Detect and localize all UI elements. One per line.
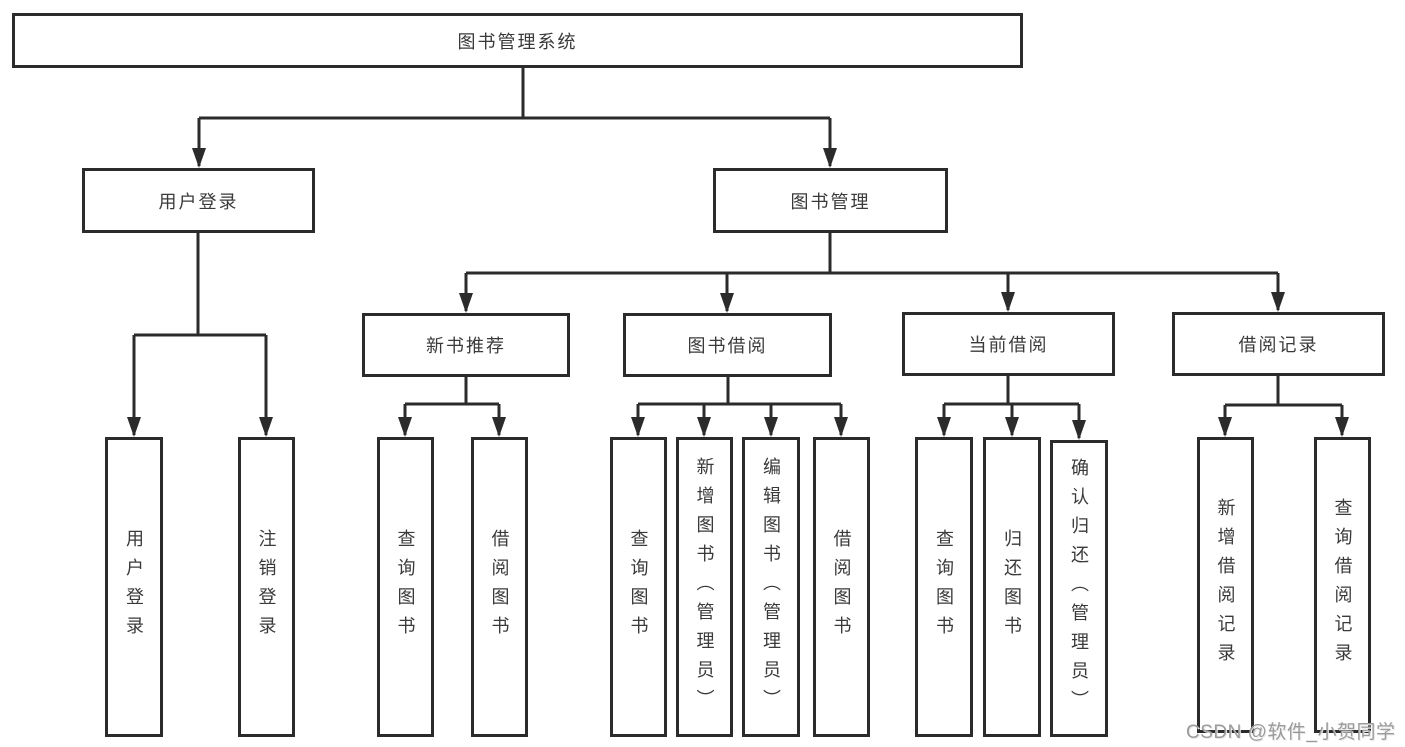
leaf-add-book-admin: 新增图书（管理员） bbox=[676, 437, 733, 737]
leaf-query-books-current: 查询图书 bbox=[915, 437, 973, 737]
leaf-add-borrow-record: 新增借阅记录 bbox=[1197, 437, 1254, 733]
node-label: 查询借阅记录 bbox=[1332, 498, 1353, 672]
node-label: 新增借阅记录 bbox=[1215, 498, 1236, 672]
csdn-watermark: CSDN @软件_小贺同学 bbox=[1186, 722, 1396, 743]
node-label: 借阅记录 bbox=[1238, 335, 1319, 355]
leaf-borrow-books: 借阅图书 bbox=[813, 437, 870, 737]
leaf-borrow-books-recommend: 借阅图书 bbox=[471, 437, 528, 737]
node-label: 图书管理系统 bbox=[457, 31, 578, 52]
node-book-borrow: 图书借阅 bbox=[623, 313, 832, 377]
leaf-return-book: 归还图书 bbox=[983, 437, 1041, 737]
node-new-book-recommend: 新书推荐 bbox=[362, 313, 570, 377]
node-label: 新书推荐 bbox=[426, 336, 506, 356]
node-label: 查询图书 bbox=[395, 529, 416, 645]
node-library-system: 图书管理系统 bbox=[12, 13, 1023, 68]
leaf-logout: 注销登录 bbox=[238, 437, 295, 737]
node-label: 查询图书 bbox=[934, 529, 954, 645]
node-label: 借阅图书 bbox=[489, 529, 510, 645]
node-label: 借阅图书 bbox=[831, 529, 852, 645]
node-label: 当前借阅 bbox=[968, 335, 1049, 355]
node-label: 用户登录 bbox=[124, 529, 144, 645]
node-label: 注销登录 bbox=[256, 529, 277, 645]
leaf-query-books-recommend: 查询图书 bbox=[377, 437, 434, 737]
node-label: 图书借阅 bbox=[687, 336, 768, 356]
node-label: 确认归还（管理员） bbox=[1069, 458, 1089, 719]
node-borrow-record: 借阅记录 bbox=[1172, 312, 1385, 376]
node-label: 新增图书（管理员） bbox=[694, 456, 715, 718]
leaf-query-borrow-record: 查询借阅记录 bbox=[1314, 437, 1371, 733]
node-label: 归还图书 bbox=[1002, 529, 1022, 645]
leaf-confirm-return-admin: 确认归还（管理员） bbox=[1050, 440, 1108, 737]
node-label: 图书管理 bbox=[790, 191, 871, 212]
leaf-edit-book-admin: 编辑图书（管理员） bbox=[742, 437, 800, 737]
leaf-query-books-borrow: 查询图书 bbox=[610, 437, 667, 737]
leaf-user-login: 用户登录 bbox=[105, 437, 163, 737]
node-label: 用户登录 bbox=[158, 191, 239, 212]
node-current-borrow: 当前借阅 bbox=[902, 312, 1115, 376]
node-label: 编辑图书（管理员） bbox=[761, 456, 781, 718]
node-book-management: 图书管理 bbox=[713, 168, 948, 233]
node-label: 查询图书 bbox=[628, 529, 649, 645]
node-user-login: 用户登录 bbox=[82, 168, 315, 233]
